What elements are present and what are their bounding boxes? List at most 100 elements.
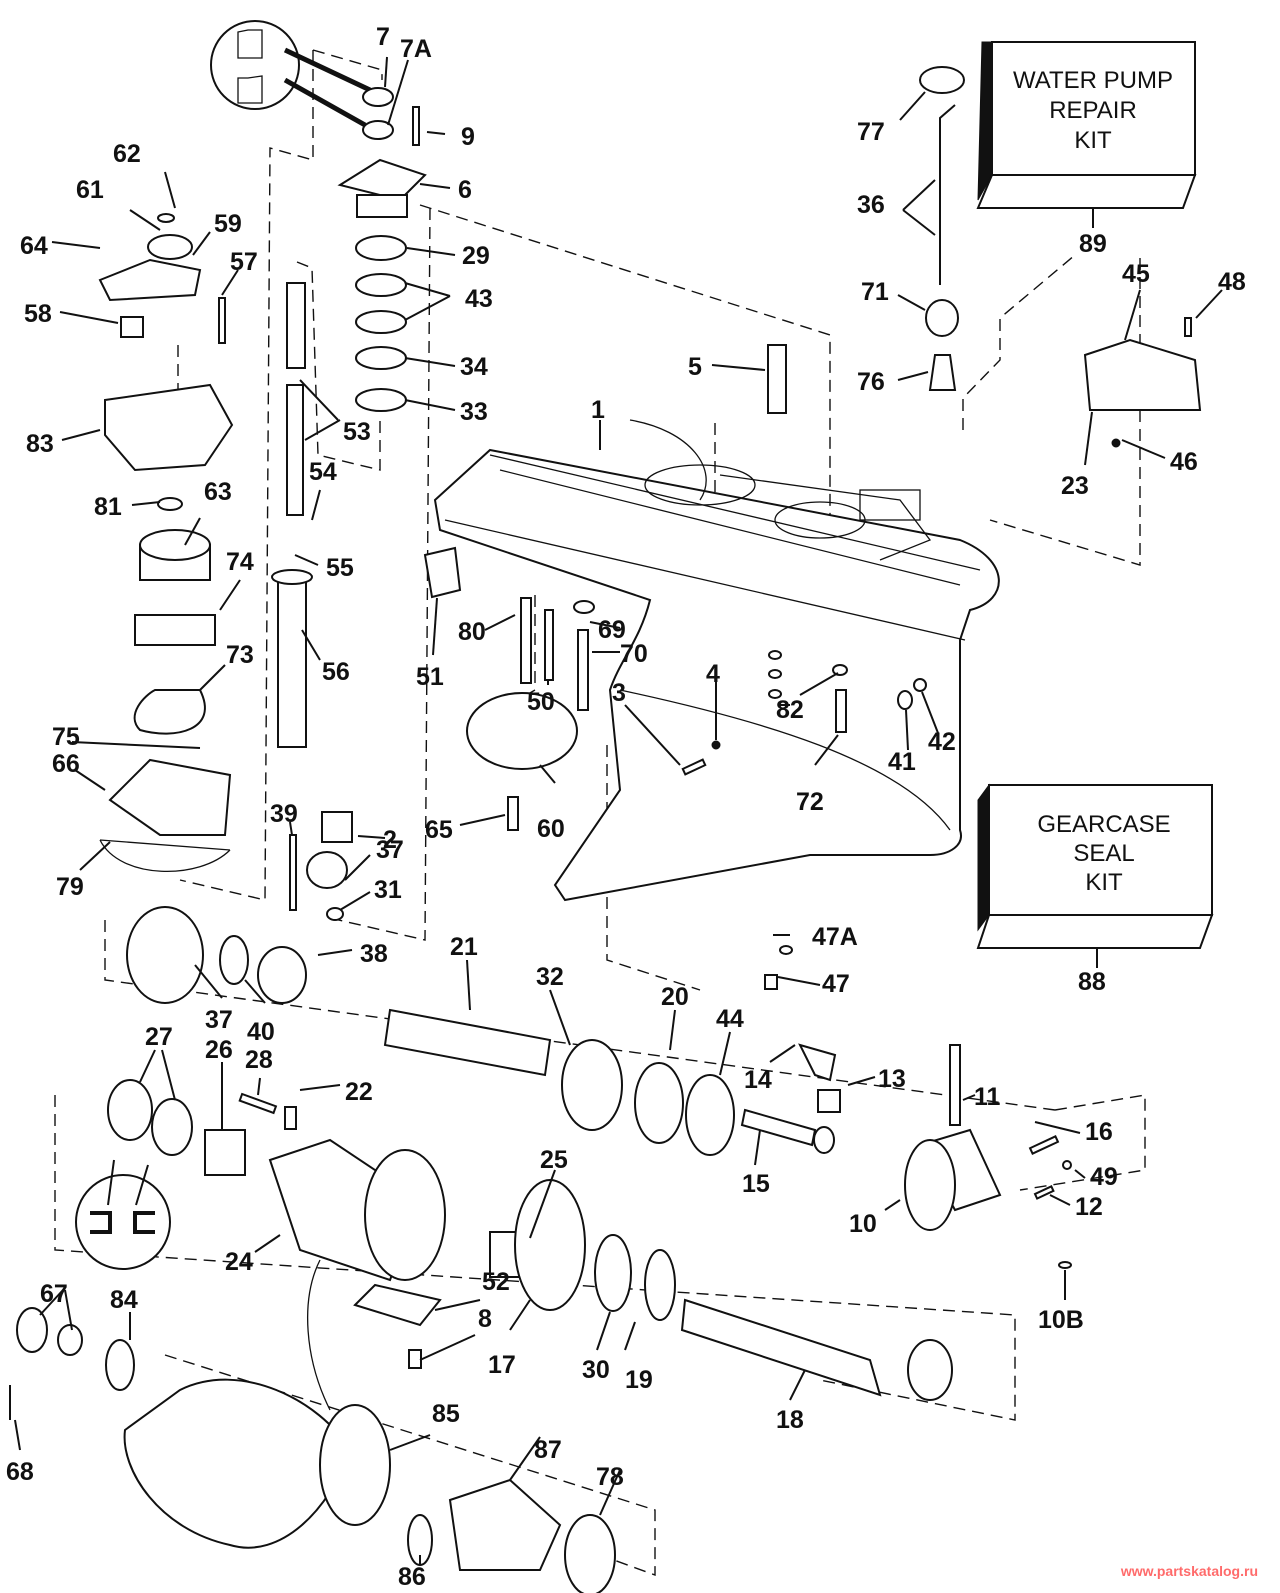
- part-label-84: 84: [110, 1286, 138, 1314]
- gearcase-housing: [433, 419, 1000, 902]
- part-label-37-pinion: 37: [376, 836, 404, 864]
- part-label-3: 3: [612, 679, 626, 707]
- part-label-24: 24: [225, 1248, 253, 1276]
- part-label-88: 88: [1078, 968, 1106, 996]
- part-label-49: 49: [1090, 1163, 1118, 1191]
- part-label-74: 74: [226, 548, 254, 576]
- gearcase-seal-kit-line-1: GEARCASE: [1037, 811, 1170, 838]
- part-label-33: 33: [460, 398, 488, 426]
- water-pump-repair-kit: WATER PUMP REPAIR KIT: [976, 41, 1197, 228]
- part-label-39: 39: [270, 800, 298, 828]
- part-label-26: 26: [205, 1036, 233, 1064]
- part-label-36: 36: [857, 191, 885, 219]
- seal-detail-callout-top: [210, 20, 372, 128]
- part-label-7: 7: [376, 23, 390, 51]
- part-label-44: 44: [716, 1005, 744, 1033]
- parts: [9, 66, 1202, 1593]
- part-label-15: 15: [742, 1170, 770, 1198]
- part-label-2: 2: [383, 826, 397, 854]
- part-label-85: 85: [432, 1400, 460, 1428]
- leader-lines: [14, 56, 1223, 1565]
- part-label-53: 53: [343, 418, 371, 446]
- part-label-58: 58: [24, 300, 52, 328]
- part-label-47: 47: [822, 970, 850, 998]
- part-label-57: 57: [230, 248, 258, 276]
- part-label-56: 56: [322, 658, 350, 686]
- part-label-23: 23: [1061, 472, 1089, 500]
- part-label-64: 64: [20, 232, 48, 260]
- part-label-87: 87: [534, 1436, 562, 1464]
- part-label-72: 72: [796, 788, 824, 816]
- part-label-65: 65: [425, 816, 453, 844]
- part-label-19: 19: [625, 1366, 653, 1394]
- part-label-52: 52: [482, 1268, 510, 1296]
- part-label-27: 27: [145, 1023, 173, 1051]
- gearcase-seal-kit-line-3: KIT: [1085, 869, 1123, 896]
- water-pump-kit-line-1: WATER PUMP: [1013, 67, 1173, 94]
- part-label-4: 4: [706, 660, 720, 688]
- watermark: www.partskatalog.ru: [1120, 1563, 1258, 1579]
- part-label-89: 89: [1079, 230, 1107, 258]
- water-pump-kit-line-2: REPAIR: [1049, 97, 1137, 124]
- part-label-43: 43: [465, 285, 493, 313]
- part-label-48: 48: [1218, 268, 1246, 296]
- part-label-13: 13: [878, 1065, 906, 1093]
- part-label-62: 62: [113, 140, 141, 168]
- part-label-37-forward: 37: [205, 1006, 233, 1034]
- part-label-71: 71: [861, 278, 889, 306]
- part-label-38: 38: [360, 940, 388, 968]
- part-label-47a: 47A: [812, 923, 858, 951]
- part-label-45: 45: [1122, 260, 1150, 288]
- part-label-31: 31: [374, 876, 402, 904]
- part-label-10b: 10B: [1038, 1306, 1084, 1334]
- gearcase-seal-kit: GEARCASE SEAL KIT: [976, 783, 1214, 968]
- part-label-46: 46: [1170, 448, 1198, 476]
- part-label-25: 25: [540, 1146, 568, 1174]
- part-label-20: 20: [661, 983, 689, 1011]
- part-label-1: 1: [591, 396, 605, 424]
- part-label-66: 66: [52, 750, 80, 778]
- part-label-60: 60: [537, 815, 565, 843]
- seal-detail-callout-bottom: [75, 1159, 171, 1270]
- part-label-6: 6: [458, 176, 472, 204]
- water-pump-kit-line-3: KIT: [1074, 127, 1112, 154]
- assembly-guide-lines: [54, 49, 1146, 1576]
- part-label-21: 21: [450, 933, 478, 961]
- part-label-67: 67: [40, 1280, 68, 1308]
- part-label-11: 11: [974, 1083, 1001, 1111]
- part-label-32: 32: [536, 963, 564, 991]
- part-label-59: 59: [214, 210, 242, 238]
- part-label-29: 29: [462, 242, 490, 270]
- part-label-10: 10: [849, 1210, 877, 1238]
- part-label-28: 28: [245, 1046, 273, 1074]
- part-label-8: 8: [478, 1305, 492, 1333]
- part-label-41: 41: [888, 748, 916, 776]
- part-label-50: 50: [527, 688, 555, 716]
- part-label-55: 55: [326, 554, 354, 582]
- part-label-86: 86: [398, 1563, 426, 1591]
- part-label-73: 73: [226, 641, 254, 669]
- part-label-70: 70: [620, 640, 648, 668]
- part-label-40: 40: [247, 1018, 275, 1046]
- part-label-83: 83: [26, 430, 54, 458]
- part-label-14: 14: [744, 1066, 772, 1094]
- part-label-18: 18: [776, 1406, 804, 1434]
- part-label-63: 63: [204, 478, 232, 506]
- part-label-7a: 7A: [400, 35, 432, 63]
- part-label-42: 42: [928, 728, 956, 756]
- part-label-16: 16: [1085, 1118, 1113, 1146]
- part-label-76: 76: [857, 368, 885, 396]
- part-label-77: 77: [857, 118, 885, 146]
- part-label-51: 51: [416, 663, 444, 691]
- part-label-5: 5: [688, 353, 702, 381]
- part-label-61: 61: [76, 176, 104, 204]
- part-label-69: 69: [598, 616, 626, 644]
- part-label-30: 30: [582, 1356, 610, 1384]
- part-label-12: 12: [1075, 1193, 1103, 1221]
- gearcase-seal-kit-line-2: SEAL: [1073, 840, 1134, 867]
- part-label-54: 54: [309, 458, 337, 486]
- part-labels: 7 7A 9 6 29 43 34 33 53 54 55 56 62 61 5…: [6, 23, 1246, 1591]
- part-label-34: 34: [460, 353, 488, 381]
- part-label-80: 80: [458, 618, 486, 646]
